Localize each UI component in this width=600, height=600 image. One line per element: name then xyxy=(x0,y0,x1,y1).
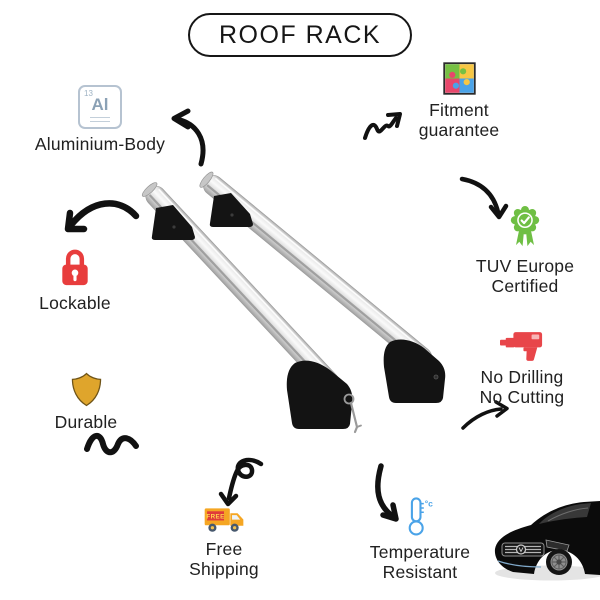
aluminium-element-icon: 13 Al xyxy=(78,85,122,129)
loop-arrow-free-shipping xyxy=(226,457,264,501)
roof-rack-product-image xyxy=(141,171,446,434)
mount-foot-front-bottom xyxy=(286,360,353,429)
zigzag-arrow-fitment-head xyxy=(386,112,402,128)
zigzag-arrow-fitment xyxy=(363,116,398,140)
puzzle-icon xyxy=(442,62,476,95)
arrow-to-thermometer-head xyxy=(380,502,399,522)
feature-fitment-guarantee: Fitment guarantee xyxy=(398,62,520,140)
foot-bolt xyxy=(172,225,176,229)
feature-temperature-resistant: °c Temperature Resistant xyxy=(350,497,490,582)
arrow-to-thermometer xyxy=(375,463,394,518)
foot-bolt xyxy=(230,213,234,217)
arrow-to-tuv-badge xyxy=(459,176,501,215)
feature-lockable: Lockable xyxy=(5,247,145,313)
arrow-to-tuv-badge-head xyxy=(488,203,509,220)
page-title: ROOF RACK xyxy=(188,13,412,57)
crossbar-rear xyxy=(199,171,433,368)
page-title-text: ROOF RACK xyxy=(218,20,382,49)
certified-badge-icon xyxy=(510,206,540,247)
feature-tuv-certified: TUV Europe Certified xyxy=(455,206,595,296)
padlock-icon xyxy=(62,249,88,286)
element-mass-line xyxy=(90,120,110,122)
feature-aluminium-body: 13 Al Aluminium-Body xyxy=(10,85,190,154)
feature-free-shipping: FREE Free Shipping xyxy=(154,505,294,579)
feature-label: No Drilling No Cutting xyxy=(479,367,565,407)
thermometer-icon: °c xyxy=(408,497,433,536)
feature-label: Lockable xyxy=(39,293,111,313)
shield-icon xyxy=(71,372,101,407)
car-headlight xyxy=(545,539,570,552)
mount-foot-front-top xyxy=(151,205,195,240)
feature-durable: Durable xyxy=(16,372,156,432)
car-logo xyxy=(515,544,527,555)
car-image xyxy=(494,501,600,581)
drill-icon xyxy=(500,332,543,361)
element-symbol: Al xyxy=(91,95,109,114)
arrow-to-aluminium-body-head xyxy=(171,108,191,130)
feature-no-drilling: No Drilling No Cutting xyxy=(452,329,592,407)
free-label: FREE xyxy=(206,514,224,521)
feature-label: Temperature Resistant xyxy=(369,542,471,582)
shipping-truck-icon: FREE xyxy=(204,508,243,532)
mount-foot-rear-top xyxy=(209,193,253,227)
arrow-to-lockable-head xyxy=(64,209,88,233)
feature-label: Fitment guarantee xyxy=(418,100,500,140)
squiggle-durable xyxy=(84,433,139,456)
foot-keyhole xyxy=(433,374,439,380)
element-atomic-number: 13 xyxy=(84,89,93,98)
mount-foot-rear-bottom xyxy=(383,339,446,403)
arrow-to-no-drilling xyxy=(461,407,503,430)
element-name-line xyxy=(90,116,110,118)
feature-label: Aluminium-Body xyxy=(34,134,166,154)
feature-label: Durable xyxy=(54,412,118,432)
feature-label: TUV Europe Certified xyxy=(475,256,575,296)
loop-arrow-free-shipping-head xyxy=(218,491,239,507)
feature-label: Free Shipping xyxy=(189,539,259,579)
arrow-to-no-drilling-head xyxy=(494,400,509,418)
arrow-to-lockable xyxy=(67,200,140,229)
lock-key xyxy=(343,393,362,434)
celsius-unit: °c xyxy=(425,499,433,509)
